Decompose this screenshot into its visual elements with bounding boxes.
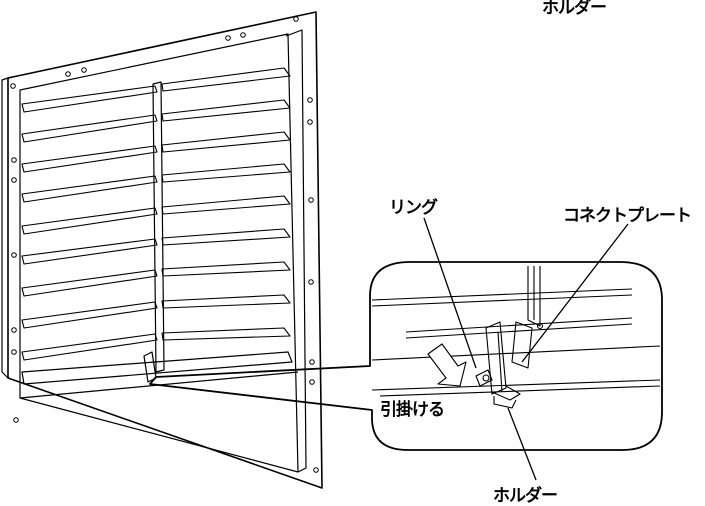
bottom-rail [19,351,299,399]
callout-bubble [149,261,663,451]
label-ring: リング [389,198,438,218]
label-holder: ホルダー [493,486,558,506]
label-top-holder: ホルダー [542,0,607,18]
shutter-frame [1,11,323,489]
center-connect-plate [152,81,165,373]
leader-ring [423,217,477,369]
label-connect-plate: コネクトプレート [563,206,692,226]
frame-screw-holes [10,16,319,473]
leader-lines [423,217,629,481]
leader-connect-plate [521,223,629,363]
leader-holder [507,407,537,481]
small-holder [143,351,157,383]
label-hook: 引掛ける [380,400,445,420]
zoom-detail [371,266,661,409]
